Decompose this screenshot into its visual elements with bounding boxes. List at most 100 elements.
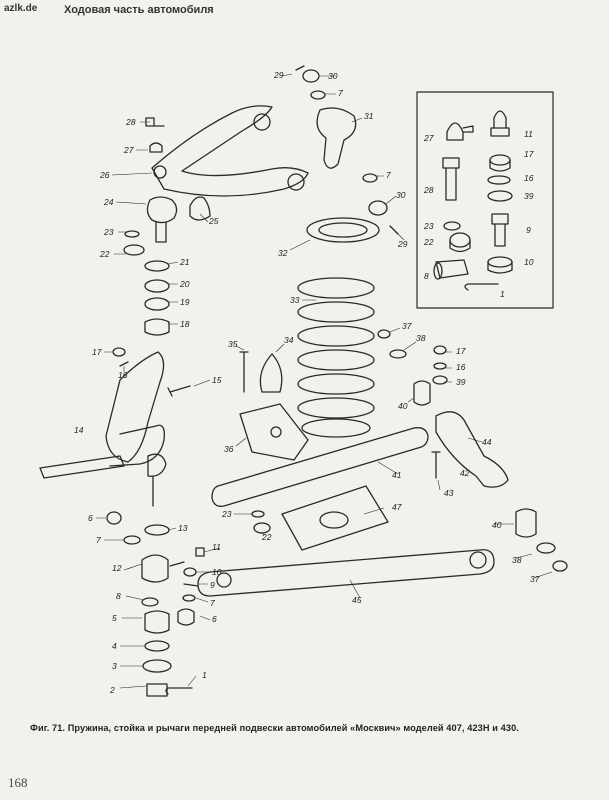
callout-8: 8 bbox=[116, 591, 121, 601]
callout-34: 34 bbox=[284, 335, 294, 345]
bolt-29-top bbox=[295, 65, 305, 71]
callout-19: 19 bbox=[180, 297, 190, 307]
steering-knuckle-14 bbox=[105, 351, 165, 463]
callout-42: 42 bbox=[460, 468, 470, 478]
inset-callout-1: 1 bbox=[500, 289, 505, 299]
cotter-pin-1 bbox=[165, 687, 193, 695]
bushing-22 bbox=[123, 244, 145, 256]
inset-callout-8: 8 bbox=[424, 271, 429, 281]
callout-38b: 38 bbox=[512, 555, 522, 565]
callout-22b: 22 bbox=[261, 532, 272, 542]
callout-11: 11 bbox=[212, 542, 221, 552]
ball-joint-24 bbox=[146, 196, 178, 243]
lower-pivot-12 bbox=[141, 554, 169, 583]
inset-bushing-22 bbox=[449, 232, 471, 248]
callout-2: 2 bbox=[109, 685, 115, 695]
bump-stop-34 bbox=[259, 353, 283, 393]
washer-16 bbox=[119, 361, 129, 367]
page-number: 168 bbox=[8, 775, 28, 790]
inset-grease-fitting-27 bbox=[446, 122, 474, 141]
washer-21 bbox=[144, 260, 170, 272]
nut-17 bbox=[112, 347, 126, 357]
callout-39: 39 bbox=[456, 377, 466, 387]
callout-38: 38 bbox=[416, 333, 426, 343]
callout-27: 27 bbox=[123, 145, 134, 155]
bolt-28 bbox=[145, 117, 165, 127]
callout-14: 14 bbox=[74, 425, 84, 435]
callout-17: 17 bbox=[92, 347, 102, 357]
inset-callout-9: 9 bbox=[526, 225, 531, 235]
bolt-43 bbox=[431, 451, 441, 479]
inset-bushing-8 bbox=[435, 259, 469, 279]
nut-30-top bbox=[302, 69, 320, 83]
washer-38-lower bbox=[536, 542, 556, 554]
washer-19 bbox=[144, 297, 170, 311]
fitting-11 bbox=[195, 547, 205, 557]
inset-washer-16 bbox=[487, 175, 511, 185]
callout-29: 29 bbox=[273, 70, 284, 80]
bolt-9 bbox=[183, 583, 199, 587]
callout-3: 3 bbox=[112, 661, 117, 671]
inset-callout-10: 10 bbox=[524, 257, 534, 267]
callout-28: 28 bbox=[125, 117, 136, 127]
washer-7-left bbox=[123, 535, 141, 545]
bearing-3 bbox=[142, 659, 172, 673]
washer-4 bbox=[144, 640, 170, 652]
bolt-15 bbox=[167, 385, 191, 397]
inset-callout-28: 28 bbox=[423, 185, 434, 195]
strut-arm-41 bbox=[211, 427, 429, 507]
callout-40: 40 bbox=[398, 401, 408, 411]
callout-32: 32 bbox=[278, 248, 288, 258]
inset-bolt-9 bbox=[491, 213, 509, 247]
callout-7b: 7 bbox=[210, 598, 215, 608]
ring-8 bbox=[141, 597, 159, 607]
callout-16: 16 bbox=[118, 370, 128, 380]
bolt-35 bbox=[239, 351, 249, 393]
inset-lockwasher-23 bbox=[443, 221, 461, 231]
inset-washer-39 bbox=[487, 190, 513, 202]
inset-nut-10 bbox=[487, 256, 513, 268]
bracket-44 bbox=[435, 411, 509, 488]
inset-callout-27: 27 bbox=[423, 133, 434, 143]
fitting-27 bbox=[149, 142, 163, 153]
kingpin bbox=[147, 453, 167, 507]
callout-44: 44 bbox=[482, 437, 492, 447]
callout-1: 1 bbox=[202, 670, 207, 680]
callout-9: 9 bbox=[210, 580, 215, 590]
callout-7: 7 bbox=[96, 535, 101, 545]
inset-callout-16: 16 bbox=[524, 173, 534, 183]
callout-40b: 40 bbox=[492, 520, 502, 530]
inset-callout-11: 11 bbox=[524, 129, 533, 139]
callout-15: 15 bbox=[212, 375, 222, 385]
callout-43: 43 bbox=[444, 488, 454, 498]
inset-nut-17 bbox=[489, 154, 511, 166]
inset-callout-17: 17 bbox=[524, 149, 534, 159]
callout-47: 47 bbox=[392, 502, 402, 512]
callout-35: 35 bbox=[228, 339, 238, 349]
spring-seat-32 bbox=[306, 217, 380, 243]
washer-38 bbox=[389, 349, 407, 359]
inset-callout-39: 39 bbox=[524, 191, 534, 201]
callout-23: 23 bbox=[103, 227, 114, 237]
callout-25: 25 bbox=[208, 216, 219, 226]
rubber-boot-25 bbox=[189, 196, 211, 221]
callout-26: 26 bbox=[99, 170, 110, 180]
callout-30b: 30 bbox=[396, 190, 406, 200]
bushing-6 bbox=[177, 608, 195, 626]
callout-6: 6 bbox=[88, 513, 93, 523]
bushing-18 bbox=[144, 318, 170, 336]
callout-29b: 29 bbox=[397, 239, 408, 249]
callout-23b: 23 bbox=[221, 509, 232, 519]
callout-17b: 17 bbox=[456, 346, 466, 356]
nut-37-lower bbox=[552, 560, 568, 572]
nut-10 bbox=[183, 567, 197, 577]
bushing-5 bbox=[144, 610, 170, 634]
callout-4: 4 bbox=[112, 641, 117, 651]
inset-callout-23: 23 bbox=[423, 221, 434, 231]
callout-37: 37 bbox=[402, 321, 412, 331]
lockwasher-23 bbox=[124, 230, 140, 238]
washer-16-right bbox=[433, 362, 447, 370]
washer-7-lower bbox=[182, 594, 196, 602]
